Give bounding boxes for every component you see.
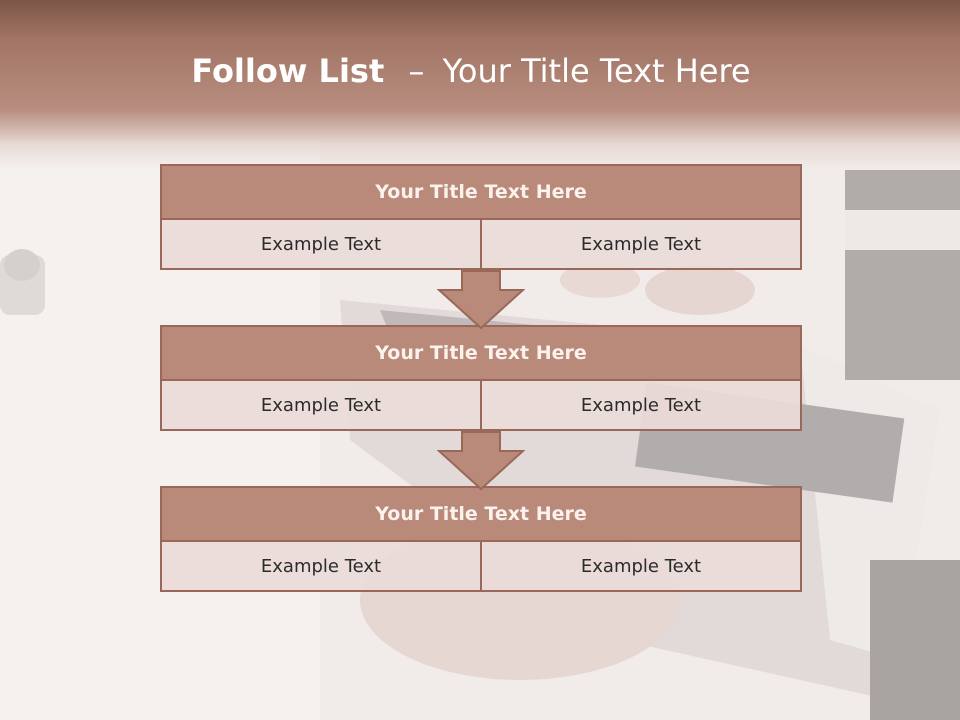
down-arrow-icon: [437, 270, 525, 330]
step-row: Example Text Example Text: [160, 381, 802, 431]
slide-title: Follow List – Your Title Text Here: [0, 52, 942, 90]
slide-title-separator: –: [408, 52, 425, 90]
step-cell-left: Example Text: [162, 381, 480, 429]
step-cell-left: Example Text: [162, 542, 480, 590]
slide-title-bold: Follow List: [191, 52, 385, 90]
step-block-2: Your Title Text Here Example Text Exampl…: [160, 325, 802, 431]
step-title: Your Title Text Here: [160, 486, 802, 542]
header-band: [0, 0, 960, 170]
slide-title-rest: Your Title Text Here: [442, 52, 751, 90]
step-cell-right: Example Text: [480, 542, 800, 590]
step-title: Your Title Text Here: [160, 164, 802, 220]
step-row: Example Text Example Text: [160, 542, 802, 592]
step-title: Your Title Text Here: [160, 325, 802, 381]
step-block-1: Your Title Text Here Example Text Exampl…: [160, 164, 802, 270]
down-arrow-icon: [437, 431, 525, 491]
step-cell-right: Example Text: [480, 381, 800, 429]
step-block-3: Your Title Text Here Example Text Exampl…: [160, 486, 802, 592]
step-cell-left: Example Text: [162, 220, 480, 268]
step-row: Example Text Example Text: [160, 220, 802, 270]
step-cell-right: Example Text: [480, 220, 800, 268]
